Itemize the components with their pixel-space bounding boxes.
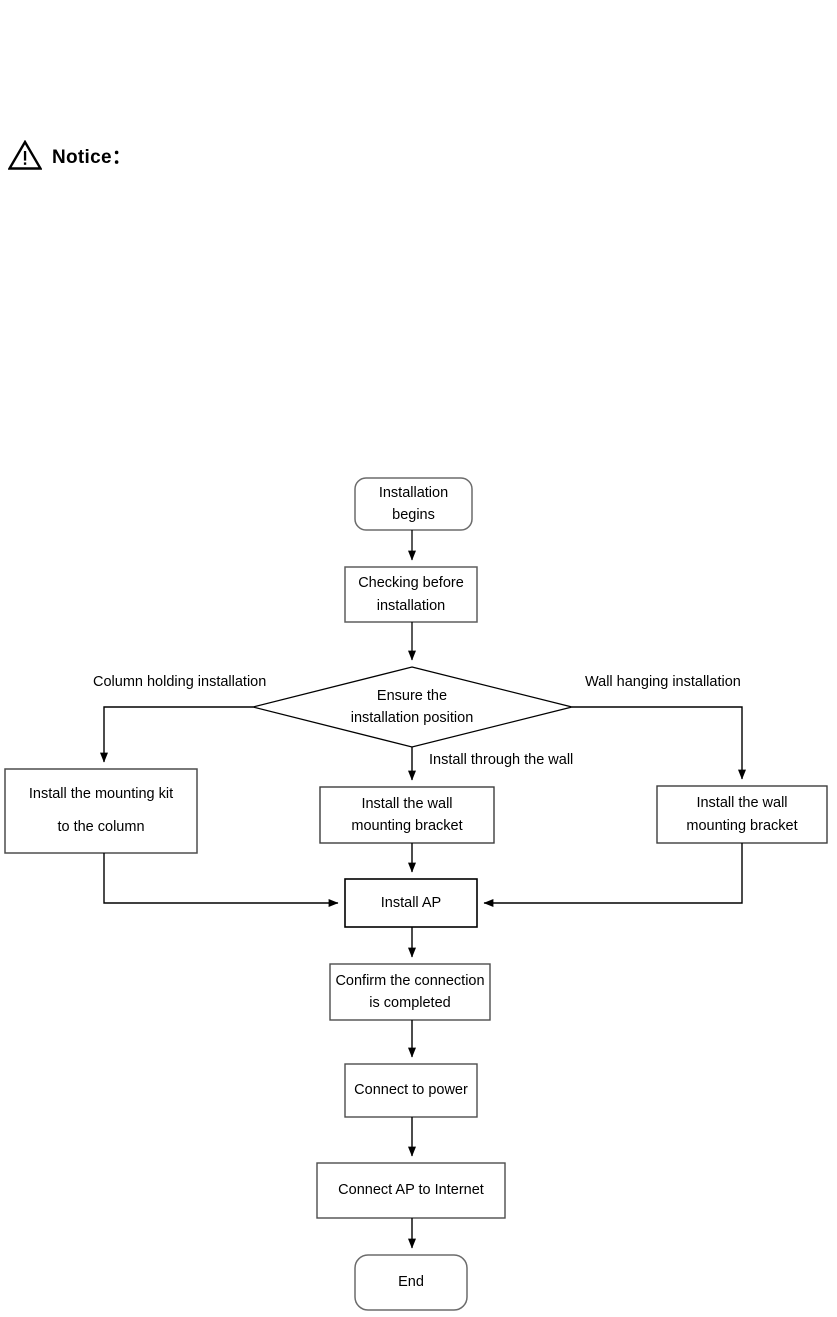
node-bracket-right-line-1: Install the wall <box>696 795 788 812</box>
edge-label-install-through-wall: Install through the wall <box>429 752 574 768</box>
edge-decision-to-mounting-kit <box>100 706 253 763</box>
node-bracket-middle-line-1: Install the wall <box>361 795 453 812</box>
node-mounting-kit-line-1: Install the mounting kit <box>28 785 174 802</box>
node-start-line-2: begins <box>392 507 435 523</box>
edge-mounting-kit-to-install-ap <box>103 853 339 907</box>
node-confirm-line-1: Confirm the connection <box>335 972 485 989</box>
node-install-ap[interactable]: Install AP <box>345 879 477 927</box>
node-shape-bracket-right <box>656 785 828 844</box>
edge-label-column-holding: Column holding installation <box>93 674 267 690</box>
node-start-line-1: Installation <box>378 484 449 501</box>
node-start[interactable]: Installation begins <box>355 478 472 530</box>
node-end[interactable]: End <box>355 1255 467 1310</box>
node-shape-checking <box>344 566 478 623</box>
node-decision-line-2: installation position <box>350 710 474 726</box>
node-mounting-kit-line-2: to the column <box>57 819 145 835</box>
node-shape-connect-power <box>344 1063 478 1118</box>
node-mounting-kit[interactable]: Install the mounting kit to the column <box>5 769 197 853</box>
node-bracket-middle[interactable]: Install the wall mounting bracket <box>320 787 494 843</box>
node-bracket-right[interactable]: Install the wall mounting bracket <box>657 786 827 843</box>
node-confirm[interactable]: Confirm the connection is completed <box>326 964 494 1020</box>
edge-bracket-right-to-install-ap <box>483 843 743 907</box>
warning-triangle-icon <box>8 140 42 170</box>
notice-label: Notice： <box>52 146 132 168</box>
node-shape-confirm <box>329 963 491 1021</box>
edge-decision-to-bracket-right <box>572 706 746 780</box>
node-connect-power-line-1: Connect to power <box>354 1082 468 1099</box>
node-shape-connect-net <box>316 1162 506 1219</box>
node-end-line-1: End <box>398 1274 424 1291</box>
node-confirm-line-2: is completed <box>369 995 451 1011</box>
node-checking[interactable]: Checking before installation <box>345 567 477 622</box>
node-connect-net-line-1: Connect AP to Internet <box>338 1182 484 1199</box>
node-shape-bracket-middle <box>319 786 495 844</box>
node-checking-line-2: installation <box>376 597 446 614</box>
edge-label-wall-hanging: Wall hanging installation <box>585 674 741 690</box>
node-connect-net[interactable]: Connect AP to Internet <box>317 1163 505 1218</box>
notice-block: Notice： <box>8 140 131 170</box>
node-shape-install-ap <box>344 878 478 928</box>
node-bracket-right-line-2: mounting bracket <box>686 817 798 834</box>
node-checking-line-1: Checking before <box>358 575 464 592</box>
node-connect-power[interactable]: Connect to power <box>339 1064 483 1117</box>
node-bracket-middle-line-2: mounting bracket <box>351 818 463 834</box>
node-shape-mounting-kit <box>4 768 198 854</box>
node-install-ap-line-1: Install AP <box>380 894 442 911</box>
node-decision[interactable]: Ensure the installation position <box>282 677 542 737</box>
node-decision-line-1: Ensure the <box>376 687 448 704</box>
node-shape-end <box>354 1254 468 1311</box>
node-shape-start <box>354 477 473 531</box>
